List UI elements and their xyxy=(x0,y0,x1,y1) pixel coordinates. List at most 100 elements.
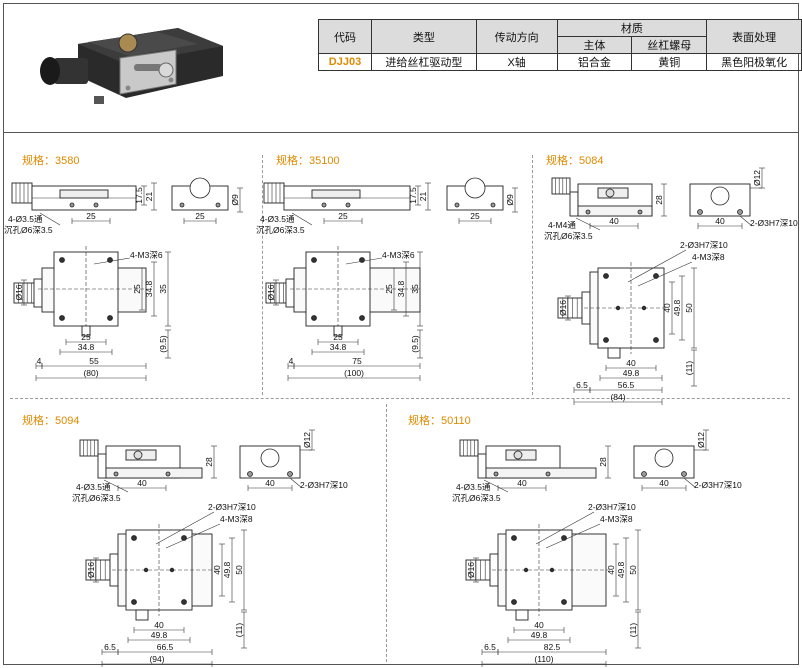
thread-leader xyxy=(545,523,601,549)
top-40-label: 40 xyxy=(626,358,636,368)
spec-label-5094: 规格：5094 xyxy=(22,415,80,427)
side-plate xyxy=(569,191,579,217)
side-knob xyxy=(79,439,99,457)
top-hole xyxy=(59,315,65,321)
side-slot xyxy=(59,189,109,199)
divider-3 xyxy=(386,404,387,662)
top-11-label: (11) xyxy=(628,623,638,638)
end-phi-label: Ø12 xyxy=(696,432,706,448)
side-h2-label: 21 xyxy=(418,192,428,202)
end-w-label: 40 xyxy=(265,478,275,488)
top-hole xyxy=(311,257,317,263)
end-screw xyxy=(247,471,253,477)
cell-nut: 黄铜 xyxy=(631,53,708,71)
cell-surface: 黑色阳极氧化 xyxy=(706,53,802,71)
spec-label-5084: 规格：5084 xyxy=(546,155,604,167)
top-35-label: 35 xyxy=(158,284,168,294)
top-hole xyxy=(131,535,137,541)
end-screw xyxy=(179,202,185,208)
hole-leader xyxy=(103,479,129,493)
top-49-8-label: 49.8 xyxy=(151,630,168,640)
top-50-label: 50 xyxy=(234,565,244,575)
cell-type: 进给丝杠驱动型 xyxy=(370,53,477,71)
side-hole-note: 4-Ø3.5通 xyxy=(456,482,491,492)
top-stop xyxy=(81,325,91,337)
side-cb-note: 沉孔Ø6深3.5 xyxy=(4,225,53,235)
top-thread-note: 4-M3深8 xyxy=(692,252,725,262)
side-h-label: 28 xyxy=(598,457,608,467)
end-screw xyxy=(490,202,496,208)
pin-leader xyxy=(289,477,303,489)
col-direction: 传动方向 xyxy=(475,19,558,54)
side-hole-note: 4-M4通 xyxy=(548,220,576,230)
top-34-8-label: 34.8 xyxy=(144,280,154,297)
top-shaft-label: Ø16 xyxy=(558,300,568,316)
top-50-label: 50 xyxy=(684,303,694,313)
side-cb-note: 沉孔Ø6深3.5 xyxy=(544,231,593,241)
side-screw xyxy=(113,471,119,477)
pin-leader xyxy=(739,215,753,227)
side-cb-note: 沉孔Ø6深3.5 xyxy=(72,493,121,503)
side-knob xyxy=(263,182,285,204)
side-clamp xyxy=(605,188,615,198)
top-6-5-label: 6.5 xyxy=(104,642,116,652)
top-hole xyxy=(181,599,187,605)
side-screw xyxy=(93,202,99,208)
page-frame xyxy=(3,3,799,665)
side-cb-note: 沉孔Ø6深3.5 xyxy=(452,493,501,503)
top-40-label: 40 xyxy=(154,620,164,630)
side-screw xyxy=(345,202,351,208)
top-total-label: (100) xyxy=(344,368,364,378)
side-knob xyxy=(11,182,33,204)
top-49-8v-label: 49.8 xyxy=(222,561,232,578)
top-shaft-label: Ø16 xyxy=(14,284,24,300)
top-pin xyxy=(143,567,149,573)
side-rail xyxy=(485,467,597,479)
side-hole-note: 4-Ø3.5通 xyxy=(8,214,43,224)
side-plate xyxy=(97,453,107,479)
end-phi-label: Ø12 xyxy=(302,432,312,448)
col-material: 材质 xyxy=(556,19,708,37)
side-h2-label: 21 xyxy=(144,192,154,202)
side-a-label: 40 xyxy=(609,216,619,226)
cell-direction: X轴 xyxy=(475,53,558,71)
thread-leader xyxy=(93,257,131,265)
spec-label-50110: 规格：50110 xyxy=(408,415,471,427)
end-knob xyxy=(464,177,486,199)
side-cb-note: 沉孔Ø6深3.5 xyxy=(256,225,305,235)
top-thread-note: 4-M3深6 xyxy=(382,250,415,260)
pin-leader xyxy=(627,249,687,283)
top-pin xyxy=(523,567,529,573)
end-knob xyxy=(710,186,730,206)
top-49-8v-label: 49.8 xyxy=(672,299,682,316)
top-55-label: 55 xyxy=(89,356,99,366)
top-25-label: 25 xyxy=(132,284,142,294)
side-h-label: 28 xyxy=(204,457,214,467)
top-34-8-label: 34.8 xyxy=(396,280,406,297)
top-hole xyxy=(311,315,317,321)
top-b25-label: 25 xyxy=(81,332,91,342)
side-plate xyxy=(477,453,487,479)
top-11-label: (11) xyxy=(234,623,244,638)
top-6-5-label: 6.5 xyxy=(484,642,496,652)
side-slot xyxy=(311,189,361,199)
top-9-5-label: (9.5) xyxy=(410,335,420,353)
end-w-label: 25 xyxy=(470,211,480,221)
end-h-label: Ø9 xyxy=(230,194,240,206)
divider-row xyxy=(10,398,790,399)
thread-leader xyxy=(165,523,221,549)
side-knob xyxy=(551,177,571,195)
top-b25-label: 25 xyxy=(333,332,343,342)
end-w-label: 40 xyxy=(715,216,725,226)
end-screw xyxy=(287,471,293,477)
top-56-5-label: 82.5 xyxy=(544,642,561,652)
end-screw xyxy=(454,202,460,208)
side-clamp xyxy=(133,450,143,460)
pin-leader xyxy=(683,477,697,489)
top-49-8v-label: 49.8 xyxy=(616,561,626,578)
side-clamp xyxy=(513,450,523,460)
top-4-label: 4 xyxy=(289,356,294,366)
top-hole xyxy=(511,535,517,541)
